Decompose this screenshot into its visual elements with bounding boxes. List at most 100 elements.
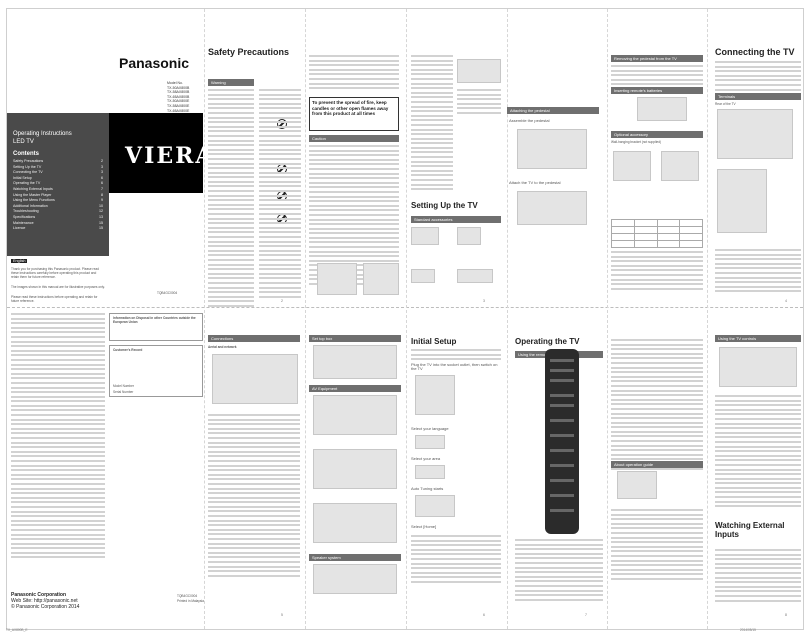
serial-number-label: Serial Number [113, 390, 134, 394]
removing-pedestal-bar: Removing the pedestal from the TV [611, 55, 703, 62]
retain-note: Please read these instructions before op… [11, 295, 98, 304]
connecting-heading: Connecting the TV [715, 47, 795, 57]
print-date: 2014/05/15 [740, 628, 756, 632]
viera-logo: VIERA [125, 143, 215, 169]
warning-bar: Warning [208, 79, 254, 86]
horizontal-fold [7, 307, 803, 308]
tuning-screen [415, 495, 455, 517]
remote-control-image [411, 227, 439, 245]
aerial-diagram [212, 354, 298, 404]
step-language: Select your language [411, 426, 449, 431]
attach-illustration [517, 191, 587, 225]
assemble-step: Assemble the pedestal [509, 118, 550, 123]
step-area: Select your area [411, 456, 441, 461]
language-screen [415, 435, 445, 449]
attaching-pedestal-bar: Attaching the pedestal [507, 107, 599, 114]
disposal-text [11, 313, 105, 561]
vertical-fold [305, 9, 306, 629]
thank-you-text: Thank you for purchasing this Panasonic … [11, 267, 99, 280]
bracket-illustration [613, 151, 651, 181]
safety-text-block [259, 89, 301, 300]
standard-accessories-bar: Standard accessories [411, 216, 501, 223]
setting-up-heading: Setting Up the TV [411, 201, 478, 210]
batteries-bar: Inserting remote's batteries [611, 87, 703, 94]
external-text [715, 549, 801, 604]
page-number: 5 [281, 613, 283, 617]
contents-title: Contents [13, 151, 39, 157]
prohibited-icon [277, 119, 287, 129]
disposal-box: Information on Disposal in other Countri… [109, 313, 203, 341]
product-type: LED TV [13, 139, 34, 145]
remote-descriptions [515, 539, 603, 603]
connections-text [208, 414, 300, 579]
safety-text-block [309, 145, 399, 287]
page-number: 3 [483, 299, 485, 303]
cable-image [457, 269, 493, 283]
step-plug: Plug the TV into the socket outlet, then… [411, 362, 498, 372]
operating-heading: Operating the TV [515, 337, 580, 346]
customer-record-title: Customer's Record [113, 348, 143, 352]
av-diagram [313, 503, 397, 543]
remote-descriptions [611, 339, 703, 472]
disposal-title: Information on Disposal in other Countri… [113, 316, 196, 325]
model-list: Model No. TX-50AX800B TX-58AX800B TX-65A… [167, 81, 189, 113]
model-number: TX-65AX800B [167, 94, 190, 99]
av-equipment-bar: AV Equipment [309, 385, 401, 392]
images-note: The images shown in this manual are for … [11, 285, 105, 289]
fall-illustration [363, 263, 399, 295]
caution-text [611, 251, 703, 292]
step-home: Select [Home] [411, 524, 437, 529]
av-diagram [313, 395, 397, 435]
customer-record-box: Customer's Record Model Number Serial Nu… [109, 345, 203, 397]
vertical-fold [607, 9, 608, 629]
caution-bar: Caution [309, 135, 399, 142]
av-diagram [313, 449, 397, 489]
model-number-label: Model Number [113, 384, 134, 388]
safety-text-block [309, 55, 399, 92]
bracket-illustration [661, 151, 699, 181]
attach-tv-step: Attach the TV to the pedestal [509, 180, 561, 185]
initial-setup-heading: Initial Setup [411, 337, 457, 346]
model-number: TX-58AX800B [167, 90, 190, 95]
tv-controls-text [715, 395, 801, 510]
operation-guide-bar: About operation guide [611, 461, 703, 468]
footer-code: TQB4GC0004 [177, 594, 198, 598]
safety-text-block [208, 89, 254, 310]
batteries-image [411, 269, 435, 283]
area-screen [415, 465, 445, 479]
language-tag: English [11, 259, 28, 263]
bracket-table [611, 219, 703, 248]
assemble-illustration [517, 129, 587, 169]
carry-tv-illustration [457, 59, 501, 83]
copyright: © Panasonic Corporation 2014 [11, 604, 80, 610]
tv-controls-bar: Using the TV controls [715, 335, 801, 342]
plug-illustration [415, 375, 455, 415]
model-number: TX-50AX800B [167, 85, 190, 90]
viera-logo-panel [109, 113, 203, 193]
brand-logo: Panasonic [119, 55, 190, 71]
tv-controls-illustration [719, 347, 797, 387]
rear-panel-illustration [717, 109, 793, 159]
company-name: Panasonic Corporation [11, 592, 67, 598]
fire-warning-box: To prevent the spread of fire, keep cand… [309, 97, 399, 131]
rear-label: Rear of the TV [715, 102, 736, 106]
battery-illustration [637, 97, 687, 121]
operating-instructions-title: Operating Instructions [13, 131, 72, 137]
model-number: TX-58AX800E [167, 103, 190, 108]
speaker-system-bar: Speaker system [309, 554, 401, 561]
cover-band: Operating Instructions LED TV Contents S… [7, 113, 109, 256]
company-website: Web Site: http://panasonic.net [11, 598, 78, 604]
instruction-sheet: Panasonic Model No. TX-50AX800B TX-58AX8… [6, 8, 804, 630]
setup-notes [411, 535, 501, 586]
speaker-diagram [313, 564, 397, 594]
setup-intro [411, 349, 501, 363]
step-tuning: Auto Tuning starts [411, 486, 444, 491]
vertical-fold [707, 9, 708, 629]
